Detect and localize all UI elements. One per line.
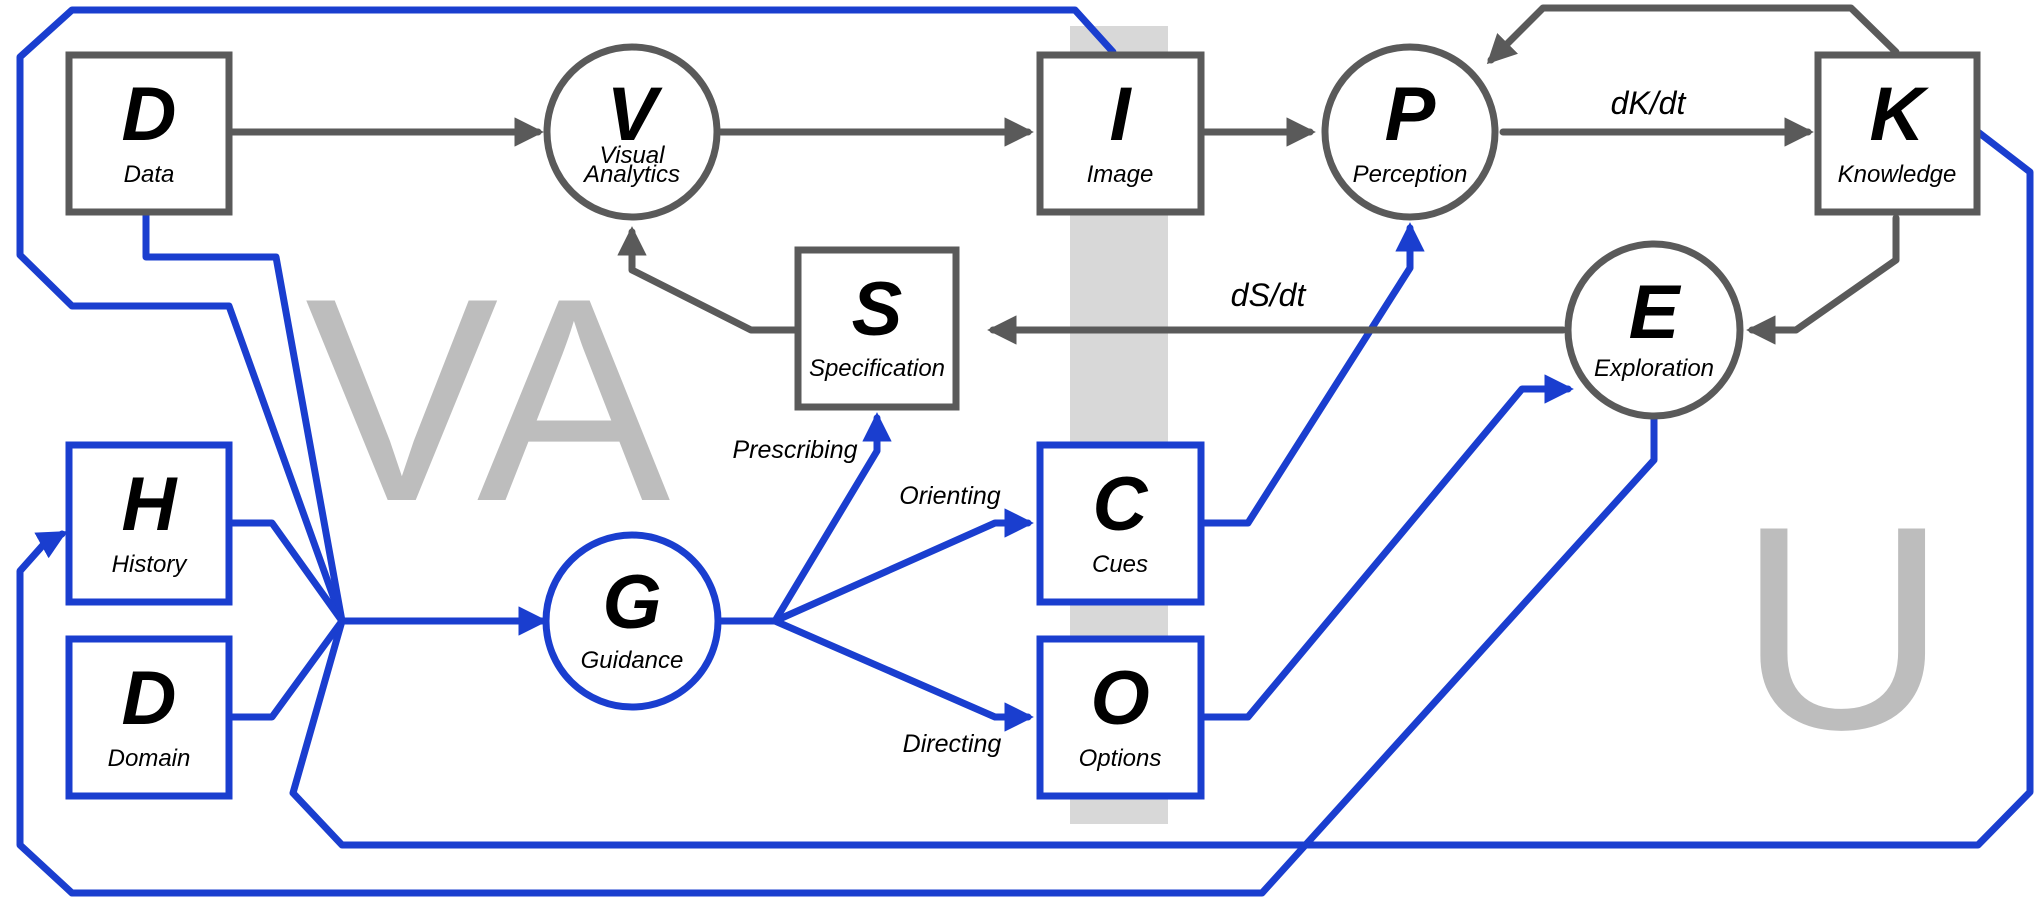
node-guidance: G Guidance	[542, 531, 722, 711]
edge-exploration-history	[16, 414, 1658, 897]
node-cues: C Cues	[1036, 441, 1205, 606]
node-knowledge-letter: K	[1870, 72, 1930, 157]
edge-knowledge-perception	[1486, 4, 1900, 65]
edge-image-loop	[16, 6, 1117, 625]
node-history-letter: H	[122, 462, 179, 547]
node-domain-letter: D	[122, 656, 177, 741]
node-history: H History	[65, 441, 233, 606]
node-domain-label: Domain	[108, 745, 191, 772]
node-domain: D Domain	[65, 635, 233, 800]
edge-knowledge-exploration	[1746, 214, 1900, 345]
edge-options-exploration	[1197, 374, 1574, 721]
node-knowledge: K Knowledge	[1814, 51, 1981, 216]
node-data: D Data	[65, 51, 233, 216]
node-knowledge-label: Knowledge	[1838, 161, 1957, 188]
node-image: I Image	[1036, 51, 1205, 216]
node-guidance-letter: G	[602, 560, 661, 645]
node-exploration-letter: E	[1629, 270, 1682, 355]
node-exploration-label: Exploration	[1594, 355, 1714, 382]
node-data-label: Data	[124, 161, 175, 188]
edge-label-directing: Directing	[903, 730, 1002, 758]
edge-label-dk-dt: dK/dt	[1611, 85, 1687, 121]
node-visual-analytics-label-line2: Analytics	[582, 161, 680, 188]
node-exploration: E Exploration	[1564, 240, 1744, 420]
node-specification-label: Specification	[809, 355, 945, 382]
edge-label-ds-dt: dS/dt	[1231, 277, 1307, 313]
node-history-label: History	[112, 551, 189, 578]
edge-directing	[771, 617, 1034, 732]
node-specification-letter: S	[852, 267, 903, 352]
edge-data-hub	[142, 206, 346, 625]
node-perception-label: Perception	[1353, 161, 1468, 188]
edge-specification-va	[617, 226, 802, 334]
node-options: O Options	[1036, 635, 1205, 800]
edge-domain-hub	[225, 617, 346, 721]
node-perception: P Perception	[1321, 43, 1499, 221]
edge-cues-perception	[1197, 222, 1425, 527]
edge-history-hub	[225, 519, 346, 625]
edge-prescribing	[771, 412, 892, 625]
node-guidance-label: Guidance	[581, 647, 684, 674]
node-perception-letter: P	[1385, 72, 1436, 157]
edge-label-prescribing: Prescribing	[732, 436, 857, 464]
node-visual-analytics-label-line1: Visual	[600, 142, 666, 169]
node-image-label: Image	[1087, 161, 1154, 188]
region-label-u: U	[1738, 466, 1947, 790]
edge-orienting	[771, 508, 1034, 625]
node-options-label: Options	[1079, 745, 1162, 772]
node-specification: S Specification	[794, 246, 960, 411]
node-visual-analytics-letter: V	[607, 72, 663, 157]
node-data-letter: D	[122, 72, 177, 157]
node-visual-analytics: V Visual Analytics	[543, 43, 721, 221]
node-cues-label: Cues	[1092, 551, 1148, 578]
edge-knowledge-loop	[289, 128, 2034, 849]
node-cues-letter: C	[1093, 462, 1149, 547]
region-label-va: VA	[305, 238, 672, 562]
node-options-letter: O	[1090, 656, 1149, 741]
node-image-letter: I	[1109, 72, 1132, 157]
edge-label-orienting: Orienting	[899, 482, 1001, 510]
